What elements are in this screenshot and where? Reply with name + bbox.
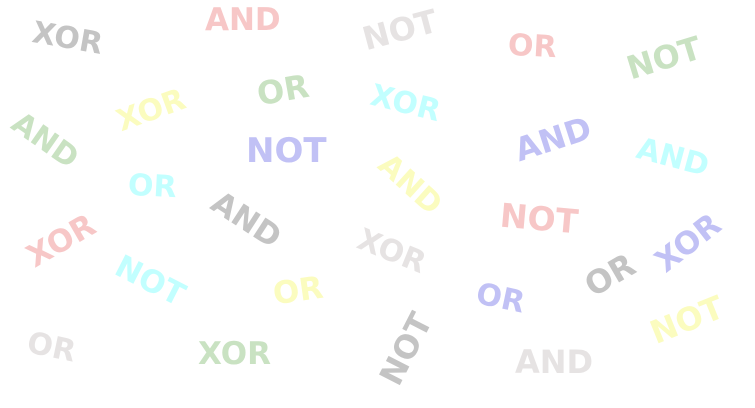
word-and-green-left: AND <box>6 108 83 175</box>
word-not-yellow-right: NOT <box>646 291 728 349</box>
word-and-gray-center: AND <box>206 187 286 254</box>
word-xor-green-bottom: XOR <box>198 339 271 370</box>
word-and-yellow-center: AND <box>372 149 446 220</box>
word-or-gray-right: OR <box>579 248 640 302</box>
word-not-gray-vertical: NOT <box>374 308 437 390</box>
word-xor-lavender-right: XOR <box>650 209 727 278</box>
word-xor-cyan: XOR <box>367 81 443 127</box>
word-and-pink-top: AND <box>205 5 281 36</box>
word-or-green: OR <box>255 70 312 111</box>
word-not-lavender: NOT <box>246 134 327 168</box>
word-xor-lightgray-center: XOR <box>353 225 430 279</box>
word-and-cyan-right: AND <box>633 134 712 182</box>
word-xor-gray-topleft: XOR <box>30 18 105 60</box>
word-and-lavender: AND <box>511 112 595 167</box>
word-or-pink-top: OR <box>507 31 557 64</box>
word-or-cyan: OR <box>127 171 177 204</box>
word-or-lavender: OR <box>473 279 527 318</box>
word-xor-pink-left: XOR <box>22 210 101 273</box>
word-not-lightgray-top: NOT <box>359 5 441 56</box>
word-not-cyan: NOT <box>110 251 190 312</box>
word-and-lightgray-bottom: AND <box>515 346 593 378</box>
word-or-lightgray-bottomleft: OR <box>24 328 78 367</box>
word-xor-yellow: XOR <box>113 85 190 137</box>
word-not-pink-right: NOT <box>499 199 580 239</box>
word-or-yellow: OR <box>271 273 325 311</box>
word-not-green-topright: NOT <box>623 32 705 85</box>
